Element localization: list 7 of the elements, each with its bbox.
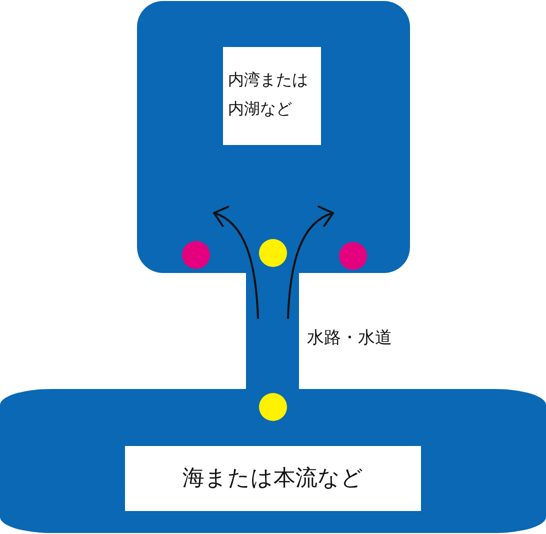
arrow [213, 207, 259, 319]
arrow [287, 206, 334, 319]
place-label: 内湾または内湖など [223, 47, 321, 145]
sea-area [0, 389, 546, 533]
channel-label: 水路・水道 [307, 328, 392, 349]
bay-area [137, 1, 410, 273]
place-label: 海または本流など [125, 446, 421, 511]
